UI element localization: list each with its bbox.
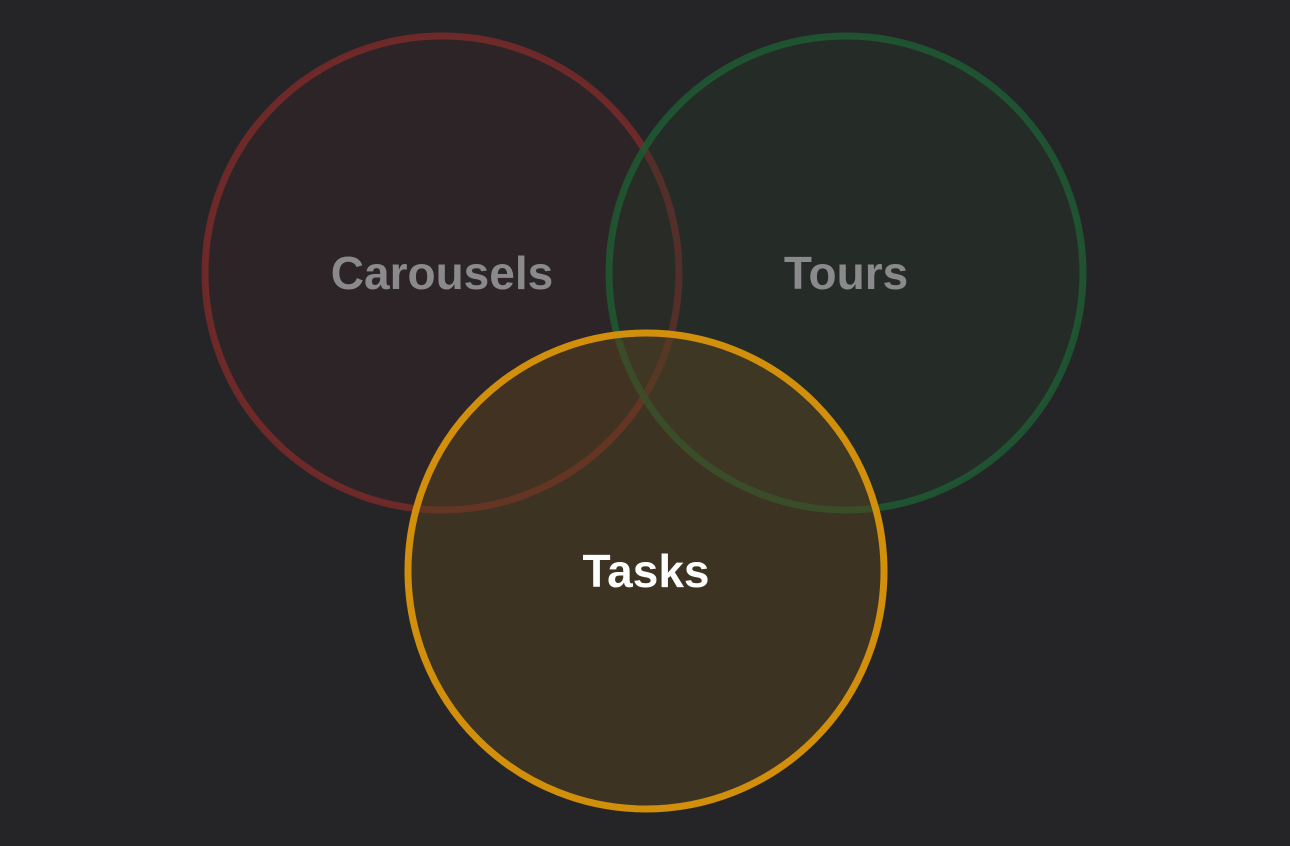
- venn-set-tasks[interactable]: [404, 329, 888, 813]
- tours-label: Tours: [784, 247, 908, 299]
- tasks-circle[interactable]: [404, 329, 888, 813]
- tasks-label: Tasks: [582, 545, 709, 597]
- carousels-label: Carousels: [331, 247, 553, 299]
- venn-set-carousels[interactable]: [201, 32, 683, 514]
- carousels-circle[interactable]: [201, 32, 683, 514]
- venn-set-tours[interactable]: [605, 32, 1087, 514]
- tours-circle[interactable]: [605, 32, 1087, 514]
